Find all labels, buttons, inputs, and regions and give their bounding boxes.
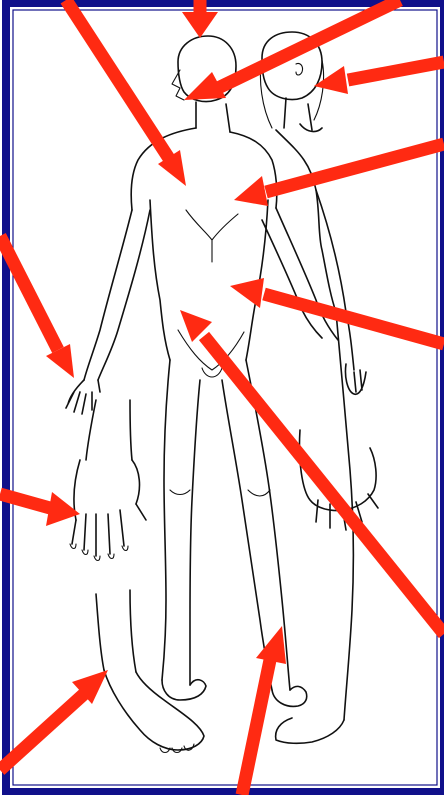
arrow-ankle [242, 626, 286, 795]
large-hand-fingers [72, 504, 146, 556]
large-foot-shape [104, 670, 204, 750]
large-hand [70, 400, 146, 561]
front-left-foot [162, 680, 206, 700]
line-art [66, 32, 378, 753]
arrow-groin [180, 310, 444, 634]
back-right-hand [345, 364, 366, 394]
arrow-back-head [314, 62, 444, 94]
front-knees [170, 490, 270, 496]
large-hand-fingertips [70, 544, 128, 561]
arrow-hand-left [0, 236, 74, 378]
back-hair [260, 60, 323, 128]
large-hand-wrist [86, 400, 132, 460]
arrow-abdomen [230, 278, 444, 344]
front-figure [66, 36, 338, 706]
back-large-hand [299, 430, 378, 530]
front-chest [186, 210, 238, 262]
front-left-arm [84, 210, 150, 380]
large-foot-leg [96, 590, 136, 672]
large-hand-palm [74, 460, 140, 520]
front-neck [196, 102, 230, 132]
arrow-chest [234, 144, 444, 206]
back-left-foot [276, 718, 344, 743]
large-foot [96, 590, 204, 753]
back-right-arm [316, 190, 354, 370]
front-face-profile [172, 70, 184, 100]
arrow-large-hand [0, 492, 80, 526]
back-torso [276, 130, 336, 312]
arrow-shoulder [66, 0, 186, 186]
arrow-face [184, 0, 400, 100]
back-ear [296, 63, 303, 75]
arrow-large-foot [0, 670, 108, 770]
front-left-leg [162, 360, 200, 685]
